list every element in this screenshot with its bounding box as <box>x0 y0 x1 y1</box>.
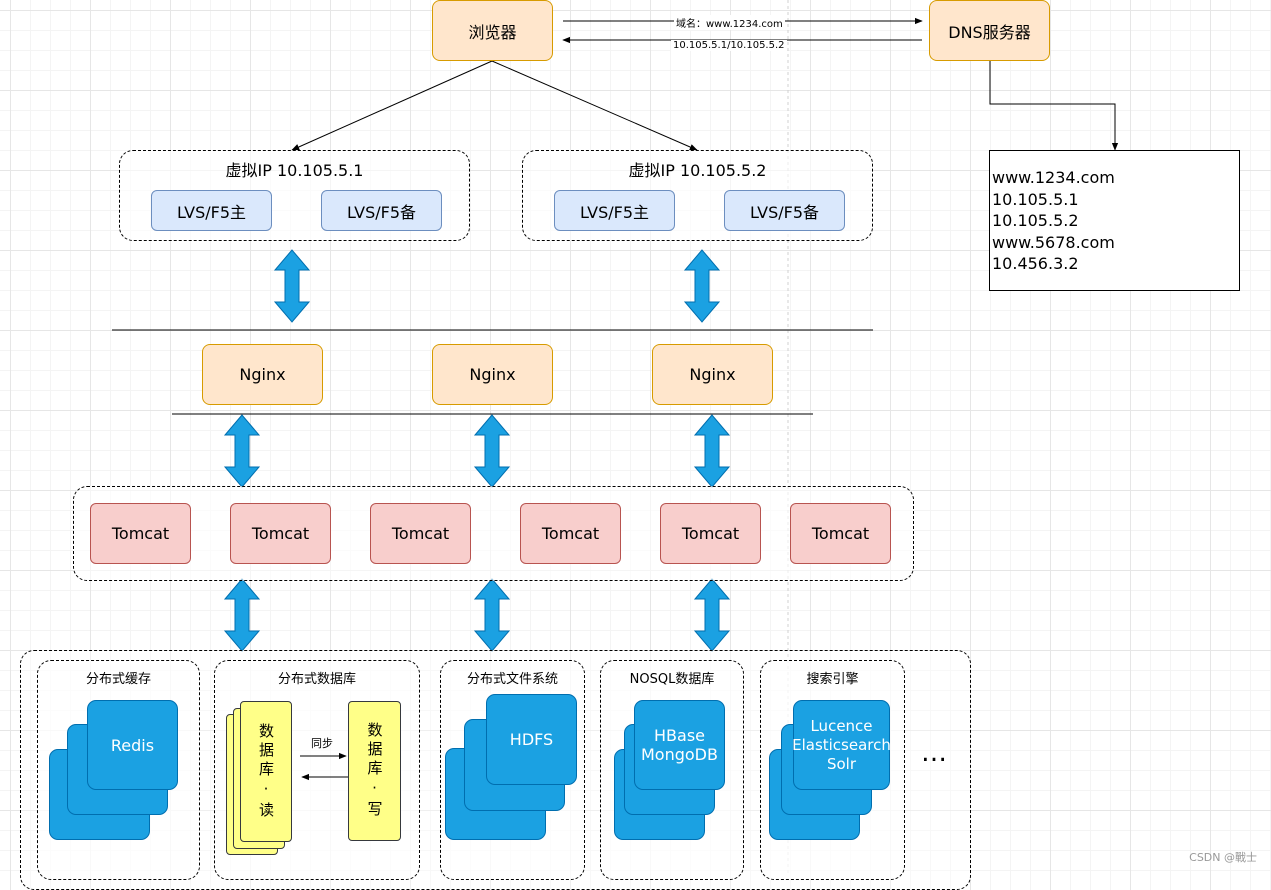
dns-server-label: DNS服务器 <box>948 22 1031 42</box>
nosql-title: NOSQL数据库 <box>629 672 715 687</box>
search-title: 搜索引擎 <box>806 672 859 687</box>
dns-response-label: 10.105.5.1/10.105.5.2 <box>671 40 787 51</box>
hdfs-label: HDFS <box>509 730 554 749</box>
browser-vip2-connector <box>491 60 698 151</box>
nginx-node[interactable]: Nginx <box>432 344 553 405</box>
lvs-backup-label: LVS/F5备 <box>346 202 417 222</box>
browser-node[interactable]: 浏览器 <box>432 0 553 61</box>
nosql-stack-front[interactable] <box>634 700 725 790</box>
dns-record: 10.456.3.2 <box>992 254 1079 273</box>
lvs-primary-node[interactable]: LVS/F5主 <box>151 190 272 231</box>
dns-record: 10.105.5.1 <box>992 189 1079 209</box>
nginx-node[interactable]: Nginx <box>652 344 773 405</box>
dns-record-table: www.1234.com 10.105.5.1 10.105.5.2 www.5… <box>989 150 1240 291</box>
db-read-label: 数据库·读 <box>257 722 275 821</box>
nosql-label-mongodb: MongoDB <box>641 745 718 764</box>
lvs-primary-label: LVS/F5主 <box>176 202 247 222</box>
nosql-label: HBase MongoDB <box>634 700 725 790</box>
fs-title: 分布式文件系统 <box>466 672 558 687</box>
tomcat-label: Tomcat <box>541 524 600 543</box>
vip-group-title: 虚拟IP 10.105.5.2 <box>628 161 767 180</box>
tomcat-node[interactable]: Tomcat <box>790 503 891 564</box>
dns-record: www.5678.com <box>992 232 1115 252</box>
more-ellipsis: … <box>921 738 947 768</box>
tomcat-cluster[interactable] <box>73 486 914 581</box>
tomcat-label: Tomcat <box>251 524 310 543</box>
tomcat-label: Tomcat <box>111 524 170 543</box>
watermark: CSDN @戰士 <box>1189 851 1257 864</box>
lvs-backup-node[interactable]: LVS/F5备 <box>321 190 442 231</box>
tomcat-label: Tomcat <box>811 524 870 543</box>
search-label: Lucence Elasticsearch Solr <box>792 700 891 790</box>
search-label-elasticsearch: Elasticsearch <box>792 735 891 754</box>
vip-group-title: 虚拟IP 10.105.5.1 <box>225 161 364 180</box>
redis-stack-front[interactable] <box>87 700 178 790</box>
browser-label: 浏览器 <box>468 22 517 42</box>
search-label-lucence: Lucence <box>810 716 873 735</box>
db-sync-label: 同步 <box>311 737 333 750</box>
nginx-label: Nginx <box>689 365 736 384</box>
search-stack-front[interactable] <box>793 700 890 790</box>
lvs-backup-label: LVS/F5备 <box>749 202 820 222</box>
lvs-backup-node[interactable]: LVS/F5备 <box>724 190 845 231</box>
cache-title: 分布式缓存 <box>85 672 151 687</box>
tomcat-node[interactable]: Tomcat <box>660 503 761 564</box>
hdfs-stack-front[interactable] <box>486 694 577 785</box>
db-write-card[interactable] <box>348 701 401 841</box>
nosql-label-hbase: HBase <box>654 726 705 745</box>
lvs-primary-node[interactable]: LVS/F5主 <box>554 190 675 231</box>
tomcat-node[interactable]: Tomcat <box>90 503 191 564</box>
nginx-label: Nginx <box>239 365 286 384</box>
tomcat-node[interactable]: Tomcat <box>230 503 331 564</box>
tomcat-label: Tomcat <box>391 524 450 543</box>
tomcat-node[interactable]: Tomcat <box>520 503 621 564</box>
db-read-card[interactable] <box>240 701 292 842</box>
search-label-solr: Solr <box>826 754 857 773</box>
nginx-label: Nginx <box>469 365 516 384</box>
dns-request-label: 域名：www.1234.com <box>674 15 785 30</box>
dns-record: www.1234.com <box>992 168 1115 187</box>
dns-table-connector <box>989 60 1119 151</box>
tomcat-node[interactable]: Tomcat <box>370 503 471 564</box>
tomcat-label: Tomcat <box>681 524 740 543</box>
nginx-node[interactable]: Nginx <box>202 344 323 405</box>
dns-server-node[interactable]: DNS服务器 <box>929 0 1050 61</box>
lvs-primary-label: LVS/F5主 <box>579 202 650 222</box>
redis-label: Redis <box>110 735 155 755</box>
dns-record: 10.105.5.2 <box>992 211 1079 230</box>
db-write-label: 数据库·写 <box>365 722 384 820</box>
database-title: 分布式数据库 <box>277 672 356 687</box>
browser-vip1-connector <box>291 60 493 151</box>
